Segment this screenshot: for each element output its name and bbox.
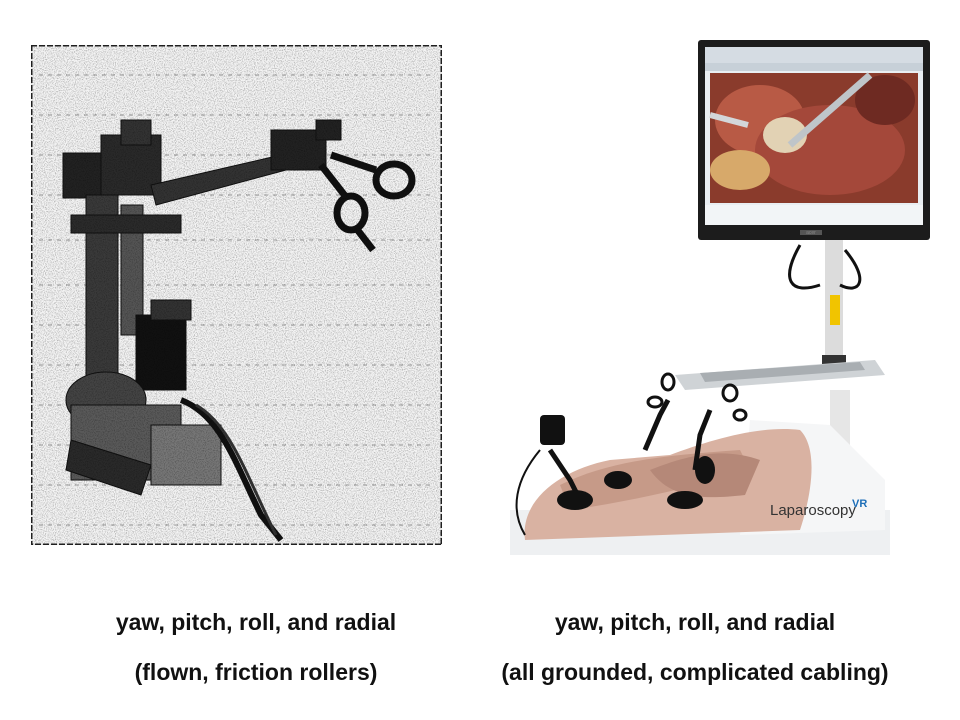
svg-text:VR: VR (852, 498, 867, 510)
left-caption-dof: yaw, pitch, roll, and radial (115, 609, 397, 635)
svg-text:acer: acer (806, 230, 816, 236)
laparoscopy-vr-label: Laparoscopy VR (770, 498, 867, 519)
right-caption-mechanism: (all grounded, complicated cabling) (501, 659, 889, 685)
grounded-simulator-figure: acer Laparoscopy VR (500, 30, 940, 560)
svg-text:Laparoscopy: Laparoscopy (770, 502, 856, 519)
left-caption-mechanism: (flown, friction rollers) (134, 659, 378, 685)
patent-drawing-scan (29, 43, 444, 547)
right-caption-dof: yaw, pitch, roll, and radial (554, 609, 836, 635)
flown-haptic-device-figure (29, 43, 444, 547)
laparoscopy-simulator-photo: acer Laparoscopy VR (510, 40, 930, 555)
monitor: acer (698, 40, 930, 240)
